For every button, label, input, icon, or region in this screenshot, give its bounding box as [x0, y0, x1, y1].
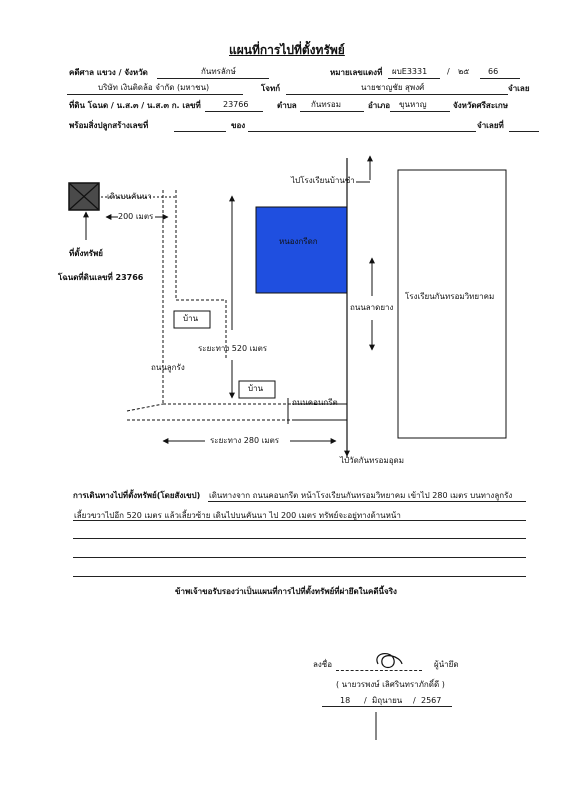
- house-1-label: บ้าน: [183, 314, 199, 323]
- to-temple-label: ไปวัดกันทรอมอุดม: [340, 456, 405, 465]
- certification-text: ข้าพเจ้าขอรับรองว่าเป็นแผนที่การไปที่ตั้…: [175, 587, 397, 596]
- province-label: จังหวัดศรีสะเกษ: [453, 101, 508, 110]
- directions-line-2: เลี้ยวขวาไปอีก 520 เมตร แล้วเลี้ยวซ้าย เ…: [74, 511, 401, 520]
- to-school-top-label: ไปโรงเรียนบ้านซำ: [291, 176, 355, 185]
- signature-scribble: [376, 653, 403, 669]
- house-1-box: [173, 310, 211, 329]
- date-sep-2: /: [413, 696, 416, 705]
- pond-label: หนองกรีดก: [279, 237, 318, 246]
- house-2-box: [238, 380, 276, 399]
- dist-280-label: ระยะทาง 280 เมตร: [210, 436, 280, 445]
- case-number-value: ผบE3331: [392, 67, 428, 76]
- pond-shape: [255, 206, 348, 294]
- subdistrict-label: ตำบล: [277, 101, 297, 110]
- date-sep-1: /: [364, 696, 367, 705]
- concrete-road-label: ถนนคอนกรีต: [292, 398, 338, 407]
- property-label: ที่ตั้งทรัพย์: [69, 249, 103, 258]
- sign-day: 18: [340, 696, 351, 705]
- plaintiff-label: โจทก์: [261, 84, 281, 93]
- walk-field-label: เดินบนคันนา: [107, 192, 152, 201]
- dist-200-label: 200 เมตร: [118, 212, 154, 221]
- property-marker: [68, 182, 100, 211]
- dist-520-label: ระยะทาง 520 เมตร: [198, 344, 268, 353]
- building-label: พร้อมสิ่งปลูกสร้างเลขที่: [69, 121, 149, 130]
- house-2-label: บ้าน: [248, 384, 264, 393]
- defendant-value: นายชาญชัย สุพงศ์: [361, 83, 425, 92]
- defendant-no-label: จำเลยที่: [477, 121, 504, 130]
- case-court-value: กันทรลักษ์: [201, 67, 236, 76]
- sign-label: ลงชื่อ: [313, 660, 333, 669]
- directions-label: การเดินทางไปที่ตั้งทรัพย์(โดยสังเขป): [73, 491, 201, 500]
- signer-name: ( นายวรพงษ์ เลิศรินทราภักดิ์ดี ): [336, 680, 445, 689]
- case-number-prefix: ๒๕: [458, 67, 470, 76]
- land-deed-label: ที่ดิน โฉนด / น.ส.๓ / น.ส.๓ ก. เลขที่: [69, 101, 201, 110]
- page-title: แผนที่การไปที่ตั้งทรัพย์: [229, 43, 345, 57]
- asphalt-road-label: ถนนลาดยาง: [350, 303, 394, 312]
- defendant-label: จำเลย: [508, 84, 530, 93]
- deed-number-label: โฉนดที่ดินเลขที่ 23766: [58, 273, 144, 282]
- laterite-road-label: ถนนลูกรัง: [151, 363, 185, 372]
- signer-role: ผู้นำยึด: [434, 660, 459, 669]
- sign-month: มิถุนายน: [372, 696, 403, 705]
- district-value: ขุนหาญ: [399, 100, 427, 109]
- subdistrict-value: กันทรอม: [311, 100, 341, 109]
- case-year: 66: [488, 67, 499, 76]
- sign-year: 2567: [421, 696, 442, 705]
- case-slash: /: [447, 67, 450, 76]
- land-number: 23766: [223, 100, 249, 109]
- district-label: อำเภอ: [368, 101, 391, 110]
- directions-line-1: เดินทางจาก ถนนคอนกรีต หน้าโรงเรียนกันทรอ…: [209, 491, 513, 500]
- case-number-label: หมายเลขแดงที่: [330, 68, 383, 77]
- school-label: โรงเรียนกันทรอมวิทยาคม: [405, 292, 495, 301]
- case-court-label: คดีศาล แขวง / จังหวัด: [69, 68, 148, 77]
- plaintiff-value: บริษัท เงินติดล้อ จำกัด (มหาชน): [98, 83, 210, 92]
- owner-label: ของ: [231, 121, 246, 130]
- school-building: [397, 169, 507, 439]
